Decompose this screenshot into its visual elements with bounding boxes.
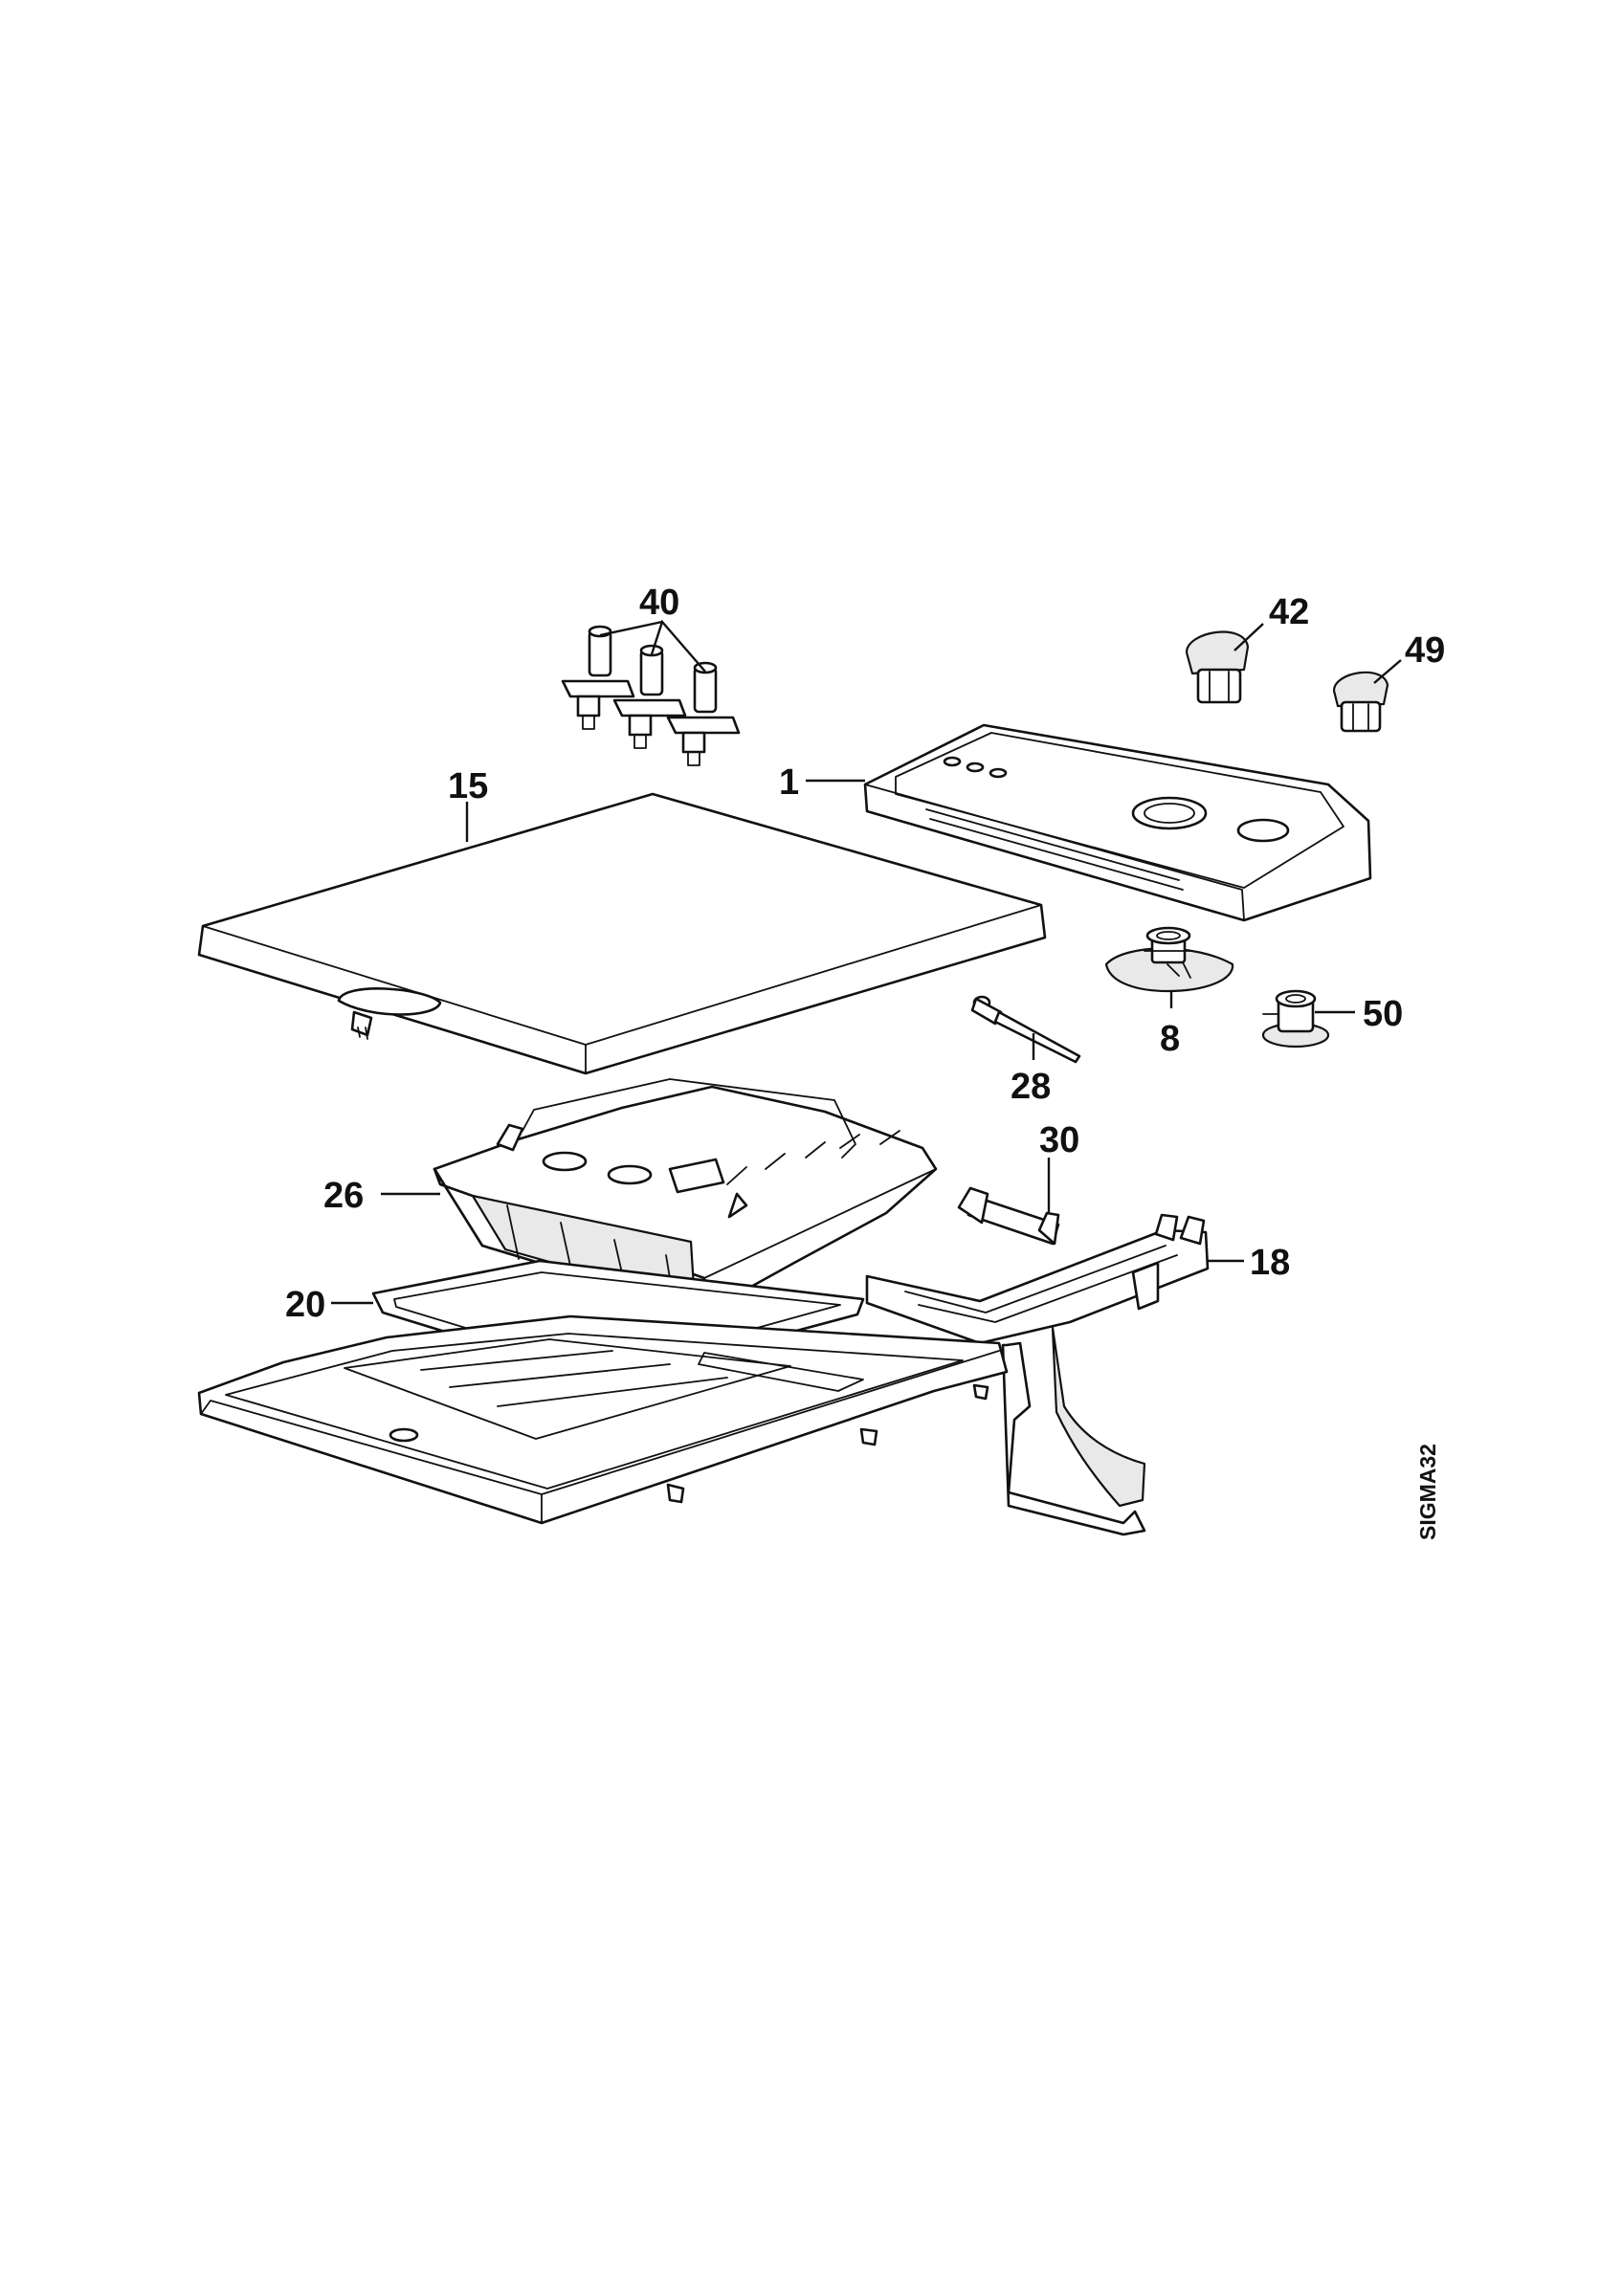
callout-18: 18 xyxy=(1250,1243,1290,1283)
part-15-lid xyxy=(197,792,1047,1075)
part-40-button-plungers xyxy=(561,619,741,766)
callout-15: 15 xyxy=(448,766,488,806)
callout-28: 28 xyxy=(1011,1067,1051,1107)
callout-1: 1 xyxy=(779,762,799,803)
part-28-pin xyxy=(970,995,1081,1064)
callout-26: 26 xyxy=(323,1176,364,1216)
part-49-knob xyxy=(1332,659,1402,733)
part-18-duct xyxy=(865,1213,1244,1536)
part-1-control-panel xyxy=(806,723,1372,922)
part-42-knob xyxy=(1185,623,1264,704)
drawing-code: SIGMA32 xyxy=(1415,1444,1440,1540)
plunger-2 xyxy=(612,644,687,749)
callout-20: 20 xyxy=(285,1285,325,1325)
callout-50: 50 xyxy=(1363,994,1403,1034)
part-50-fitting xyxy=(1261,989,1355,1049)
callout-8: 8 xyxy=(1160,1019,1180,1059)
part-30-bracket xyxy=(957,1158,1060,1246)
plunger-1 xyxy=(561,625,635,730)
callout-42: 42 xyxy=(1269,592,1309,632)
callout-40: 40 xyxy=(639,583,679,623)
worktop-base xyxy=(197,1314,1009,1525)
callout-49: 49 xyxy=(1405,630,1445,671)
part-8-valve xyxy=(1104,926,1234,1008)
callout-30: 30 xyxy=(1039,1120,1079,1160)
plunger-3 xyxy=(666,661,741,766)
